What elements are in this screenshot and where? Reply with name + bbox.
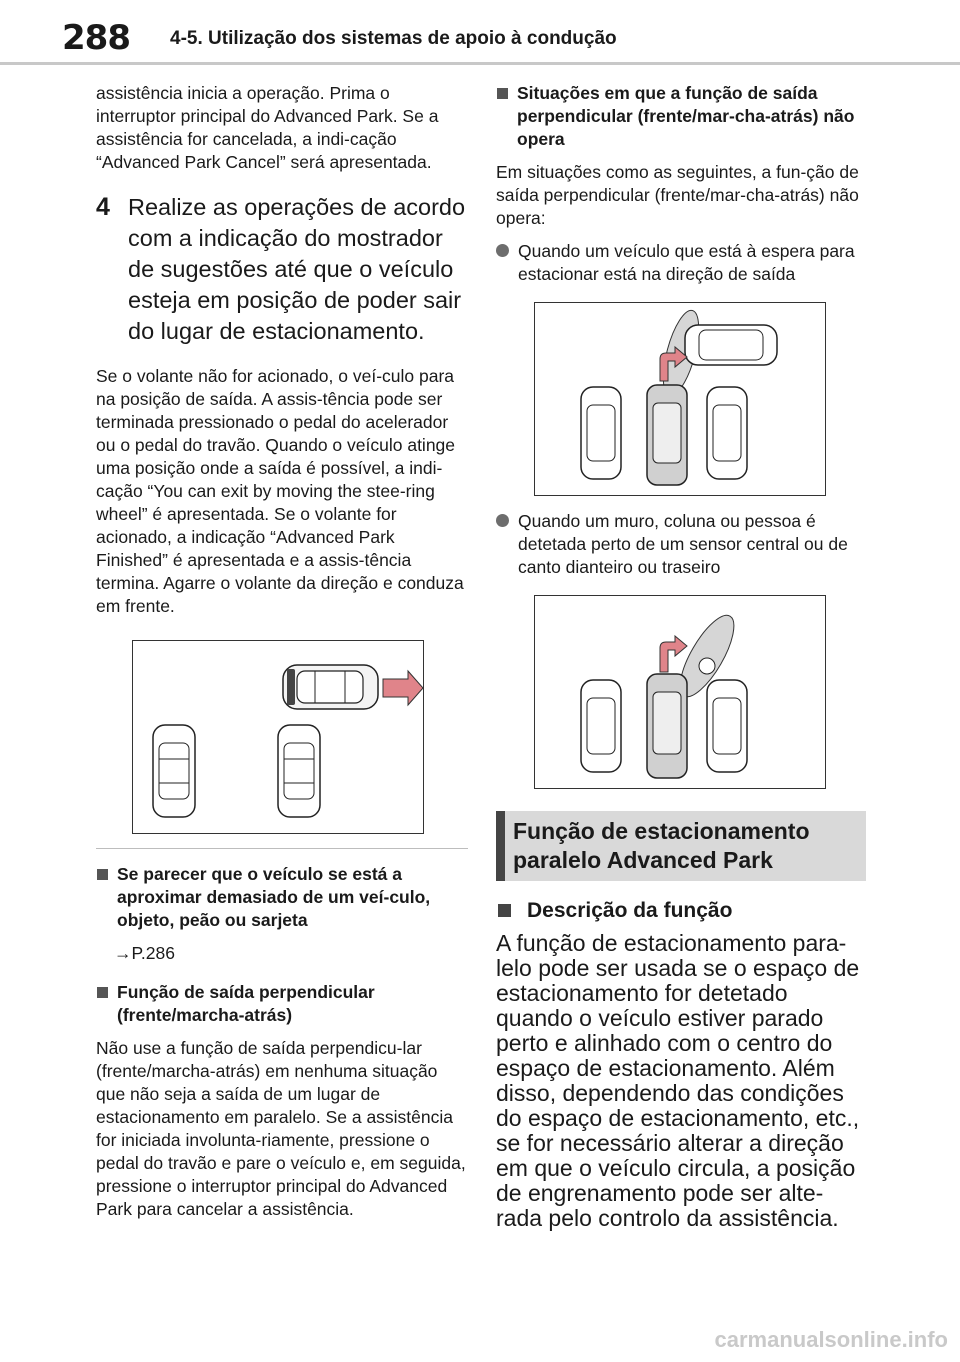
section-separator (96, 848, 468, 849)
section-title-band: Função de estacionamento paralelo Advanc… (496, 811, 866, 881)
note-heading-text: Se parecer que o veículo se está a aprox… (117, 864, 431, 930)
parked-car-right (277, 724, 321, 818)
watermark: carmanualsonline.info (714, 1327, 949, 1352)
bullet-text: Quando um veículo que está à espera para… (518, 241, 855, 284)
bullet-dot-icon (496, 244, 509, 257)
note-heading-not-operating: Situações em que a função de saída perpe… (496, 82, 866, 151)
section-accent-bar (496, 811, 505, 881)
right-column: Situações em que a função de saída perpe… (496, 82, 866, 1231)
description-heading-text: Descrição da função (527, 899, 733, 922)
section-title: Função de estacionamento paralelo Advanc… (513, 818, 810, 873)
page-header: 288 4-5. Utilização dos sistemas de apoi… (0, 0, 960, 66)
note-heading-text: Situações em que a função de saída perpe… (517, 83, 855, 149)
chapter-title: 4-5. Utilização dos sistemas de apoio à … (170, 28, 617, 49)
step-instruction: Realize as operações de acordo com a ind… (128, 194, 466, 344)
waiting-vehicle-illustration (580, 309, 778, 486)
square-bullet-icon (497, 88, 508, 99)
bullet-text: Quando um muro, coluna ou pessoa é detet… (518, 511, 848, 577)
page-number: 288 (62, 18, 131, 58)
parallel-exit-diagram (132, 640, 424, 834)
bullet-item: Quando um muro, coluna ou pessoa é detet… (496, 510, 866, 579)
note-heading-text: Função de saída perpendicular (frente/ma… (117, 982, 375, 1025)
exiting-car (282, 664, 379, 710)
center-car (646, 384, 688, 486)
page-reference[interactable]: →P.286 (114, 943, 175, 963)
note-heading-perpendicular: Função de saída perpendicular (frente/ma… (96, 981, 466, 1027)
square-bullet-icon (97, 869, 108, 880)
obstacle-diagram (534, 595, 826, 789)
exit-arrow (382, 669, 423, 707)
step-4-body: Se o volante não for acionado, o veí-cul… (96, 366, 464, 616)
parked-car-left (152, 724, 196, 818)
left-column: assistência inicia a operação. Prima o i… (96, 82, 468, 1221)
square-bullet-icon (97, 987, 108, 998)
description-heading: Descrição da função (496, 899, 866, 923)
intro-paragraph: assistência inicia a operação. Prima o i… (96, 83, 439, 172)
parallel-exit-illustration (152, 664, 423, 818)
waiting-car (684, 324, 778, 366)
header-divider (0, 62, 960, 65)
square-bullet-icon (498, 904, 511, 917)
obstacle-illustration (580, 614, 748, 779)
note-heading-approach: Se parecer que o veículo se está a aprox… (96, 863, 466, 932)
waiting-vehicle-diagram (534, 302, 826, 496)
step-4: 4 Realize as operações de acordo com a i… (96, 192, 466, 347)
description-body: A função de estacionamento para-lelo pod… (496, 930, 860, 1231)
step-number: 4 (96, 193, 110, 221)
bullet-dot-icon (496, 514, 509, 527)
perpendicular-note-body: Não use a função de saída perpendicu-lar… (96, 1038, 466, 1219)
not-operating-body: Em situações como as seguintes, a fun-çã… (496, 162, 859, 228)
bullet-item: Quando um veículo que está à espera para… (496, 240, 866, 286)
